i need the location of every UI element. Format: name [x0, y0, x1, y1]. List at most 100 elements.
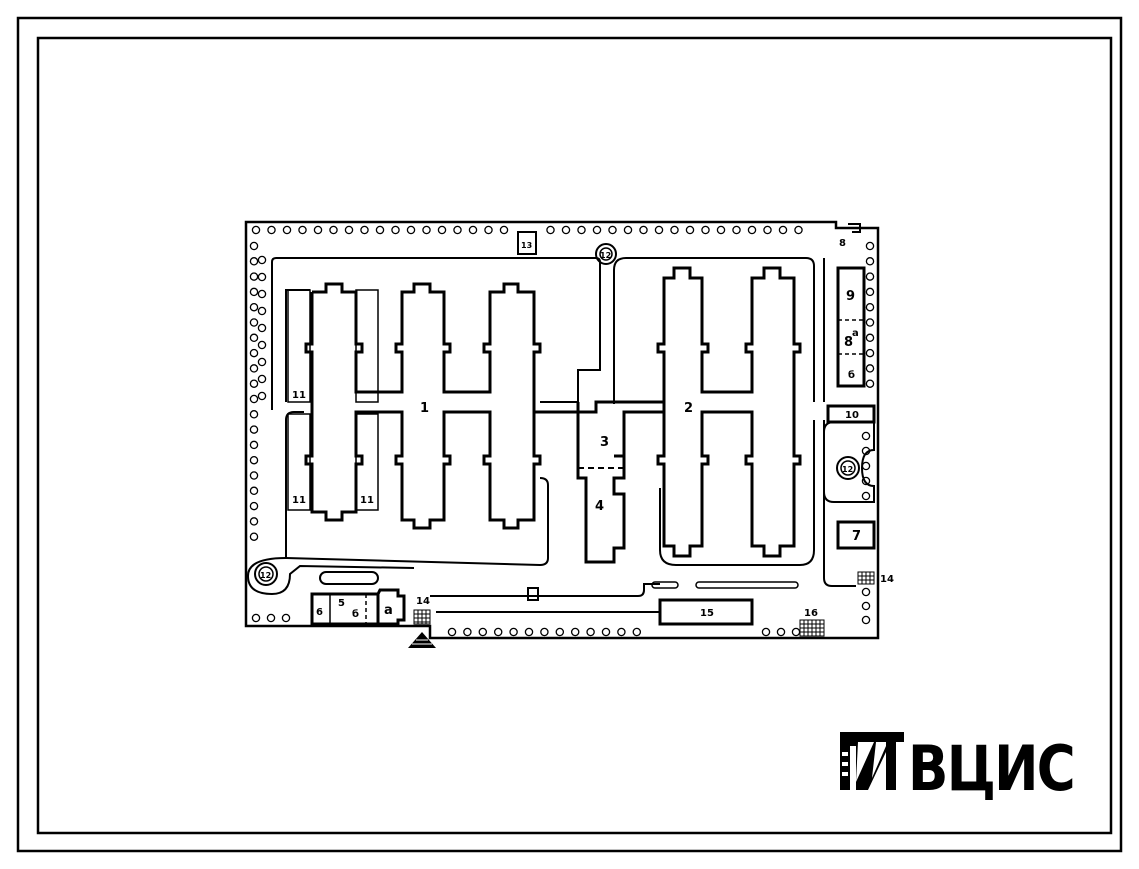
tree-dot: [422, 225, 431, 235]
tree-dot: [281, 613, 291, 623]
building-3-4: [576, 400, 664, 564]
label-building-7: 7: [852, 529, 861, 544]
tree-dot: [257, 340, 267, 350]
label-building-1: 1: [420, 401, 429, 416]
building-5-6: [310, 592, 380, 626]
tree-dot: [249, 517, 259, 526]
tree-dot: [437, 225, 447, 235]
tree-dot: [249, 333, 259, 343]
tree-dot: [249, 364, 259, 373]
entrance-marker-icon: [408, 632, 436, 648]
label-building-9: 9: [846, 289, 855, 304]
tree-dot: [865, 379, 875, 388]
tree-dot: [716, 225, 726, 235]
building-7: [836, 520, 876, 550]
label-gate-14-left: 14: [416, 596, 430, 607]
tree-dot: [865, 272, 875, 281]
gate-14-right: [857, 571, 875, 585]
tree-dot: [861, 615, 871, 625]
organization-logo: ВЦИС: [840, 732, 1076, 805]
tree-dot: [375, 225, 385, 235]
label-marker-12-east: 12: [842, 465, 853, 474]
label-building-8b: б: [848, 369, 855, 381]
tree-dot: [732, 225, 741, 235]
tree-dot: [865, 333, 875, 343]
outer-frame: [16, 16, 1123, 853]
tree-dot: [861, 491, 871, 501]
tree-dot: [861, 461, 871, 471]
tree-dot: [608, 225, 617, 235]
logo-text: ВЦИС: [908, 732, 1074, 805]
label-gate-16: 16: [804, 608, 818, 619]
tree-dot: [249, 241, 259, 251]
tree-dot: [257, 306, 267, 316]
tree-dot: [249, 501, 259, 511]
tree-dot: [266, 613, 276, 623]
tree-dot: [249, 471, 259, 480]
tree-dot: [570, 627, 580, 637]
tree-dot: [761, 627, 771, 637]
label-building-5a: а: [384, 603, 393, 618]
tree-dot: [257, 391, 267, 401]
road-outline-west-bottom: [285, 477, 549, 567]
tree-dot: [546, 225, 555, 235]
building-1: [304, 282, 580, 530]
parking-strip: [319, 571, 379, 585]
building-5a: [376, 588, 406, 626]
tree-dot: [586, 627, 595, 637]
building-15: [658, 598, 754, 626]
tree-dot: [524, 627, 534, 637]
tree-dot: [865, 257, 875, 266]
tree-dot: [776, 627, 786, 637]
tree-dot: [865, 348, 875, 358]
tree-dot: [865, 302, 875, 312]
tree-dot: [617, 627, 626, 637]
small-kiosk: [527, 587, 539, 601]
tree-dot: [499, 225, 509, 235]
tree-dot: [257, 357, 267, 367]
tree-dot: [249, 425, 259, 434]
label-marker-12-west: 12: [260, 571, 271, 580]
label-gate-14-right: 14: [880, 574, 894, 585]
tree-dot: [763, 225, 772, 235]
label-building-5b: б: [352, 608, 359, 620]
tree-dot: [865, 364, 875, 373]
tree-dot: [298, 225, 307, 235]
tree-dot: [861, 587, 871, 597]
tree-dot: [249, 532, 259, 541]
inner-frame: [36, 36, 1113, 835]
label-building-5: 5: [338, 598, 345, 609]
tree-dot: [865, 318, 875, 327]
tree-dot: [791, 627, 801, 637]
label-building-2: 2: [684, 401, 693, 416]
building-13: [517, 231, 537, 255]
tree-dot: [249, 455, 259, 465]
tree-dot: [601, 627, 611, 637]
label-building-8-top: 8: [839, 238, 846, 249]
tree-dot: [778, 225, 788, 235]
tree-dot: [493, 627, 503, 637]
label-building-13: 13: [521, 241, 532, 250]
tree-dot: [251, 225, 261, 235]
tree-dot: [249, 440, 259, 450]
tree-dot: [685, 225, 695, 235]
tree-dot: [639, 225, 648, 235]
tree-dot: [249, 302, 259, 312]
logo-emblem-icon: [840, 732, 904, 790]
tree-dot: [249, 486, 259, 496]
tree-dot: [267, 225, 276, 235]
strip-south-mid: [651, 581, 679, 589]
tree-dot: [249, 287, 259, 297]
tree-dot: [861, 476, 871, 486]
tree-dot: [360, 225, 369, 235]
tree-dot: [249, 410, 259, 419]
road-outline: [271, 257, 601, 410]
tree-dot: [447, 627, 457, 637]
label-building-8a-sup: а: [852, 328, 859, 339]
tree-dot: [249, 348, 259, 358]
label-building-3: 3: [600, 435, 609, 450]
site-boundary: [244, 220, 880, 640]
strip-south-east: [695, 581, 799, 589]
gate-16: [799, 619, 825, 637]
turning-loop-east: [823, 421, 875, 503]
